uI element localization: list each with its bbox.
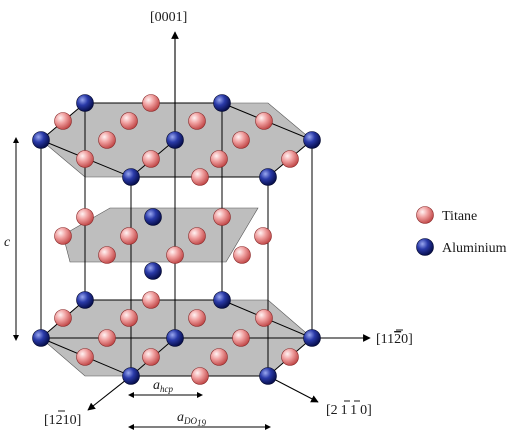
titane-atom <box>254 227 272 245</box>
titane-atom <box>76 348 94 366</box>
aluminium-atom <box>32 329 50 347</box>
titane-atom <box>98 246 116 264</box>
aluminium-atom <box>166 329 184 347</box>
a1-axis-label: [1120] <box>376 332 413 347</box>
titane-atom <box>233 246 251 264</box>
aluminium-atom <box>32 131 50 149</box>
titane-atom <box>98 131 116 149</box>
titane-atom <box>76 150 94 168</box>
aluminium-swatch <box>416 238 434 256</box>
a3-axis-arrow <box>267 375 319 403</box>
titane-atom <box>188 309 206 327</box>
aluminium-atom <box>144 208 162 226</box>
aluminium-atom <box>303 131 321 149</box>
atoms <box>32 94 321 385</box>
titane-swatch <box>416 206 434 224</box>
titane-atom <box>98 329 116 347</box>
aluminium-atom <box>76 291 94 309</box>
titane-atom <box>210 150 228 168</box>
legend: Titane Aluminium <box>416 206 507 256</box>
titane-atom <box>142 94 160 112</box>
legend-item-aluminium: Aluminium <box>416 238 507 256</box>
aluminium-atom <box>144 262 162 280</box>
titane-atom <box>120 227 138 245</box>
titane-atom <box>76 208 94 226</box>
a-do19-label: aDO19 <box>177 410 207 428</box>
legend-item-titane: Titane <box>416 206 477 224</box>
titane-atom <box>188 112 206 130</box>
titane-atom <box>232 329 250 347</box>
aluminium-atom <box>213 94 231 112</box>
titane-atom <box>54 227 72 245</box>
titane-atom <box>188 227 206 245</box>
titane-atom <box>142 291 160 309</box>
aluminium-atom <box>303 329 321 347</box>
titane-atom <box>191 168 209 186</box>
legend-label-aluminium: Aluminium <box>442 241 507 256</box>
aluminium-atom <box>122 168 140 186</box>
a-hcp-label: ahcp <box>153 378 173 394</box>
titane-atom <box>210 348 228 366</box>
aluminium-atom <box>213 291 231 309</box>
aluminium-atom <box>76 94 94 112</box>
aluminium-atom <box>122 367 140 385</box>
titane-atom <box>120 309 138 327</box>
dimension-arrows <box>13 137 271 430</box>
legend-label-titane: Titane <box>442 209 477 224</box>
aluminium-atom <box>259 367 277 385</box>
axis-arrows <box>87 31 371 411</box>
a2-axis-arrow <box>87 375 132 411</box>
titane-atom <box>54 112 72 130</box>
c-axis-label: [0001] <box>150 10 187 25</box>
titane-atom <box>191 367 209 385</box>
titane-atom <box>120 112 138 130</box>
titane-atom <box>281 150 299 168</box>
aluminium-atom <box>166 131 184 149</box>
titane-atom <box>142 150 160 168</box>
titane-atom <box>281 348 299 366</box>
titane-atom <box>255 112 273 130</box>
c-dimension-label: c <box>4 235 11 250</box>
a2-axis-label: [1210] <box>44 413 81 428</box>
titane-atom <box>255 309 273 327</box>
titane-atom <box>232 131 250 149</box>
titane-atom <box>142 348 160 366</box>
titane-atom <box>54 309 72 327</box>
titane-atom <box>213 208 231 226</box>
titane-atom <box>166 246 184 264</box>
aluminium-atom <box>259 168 277 186</box>
